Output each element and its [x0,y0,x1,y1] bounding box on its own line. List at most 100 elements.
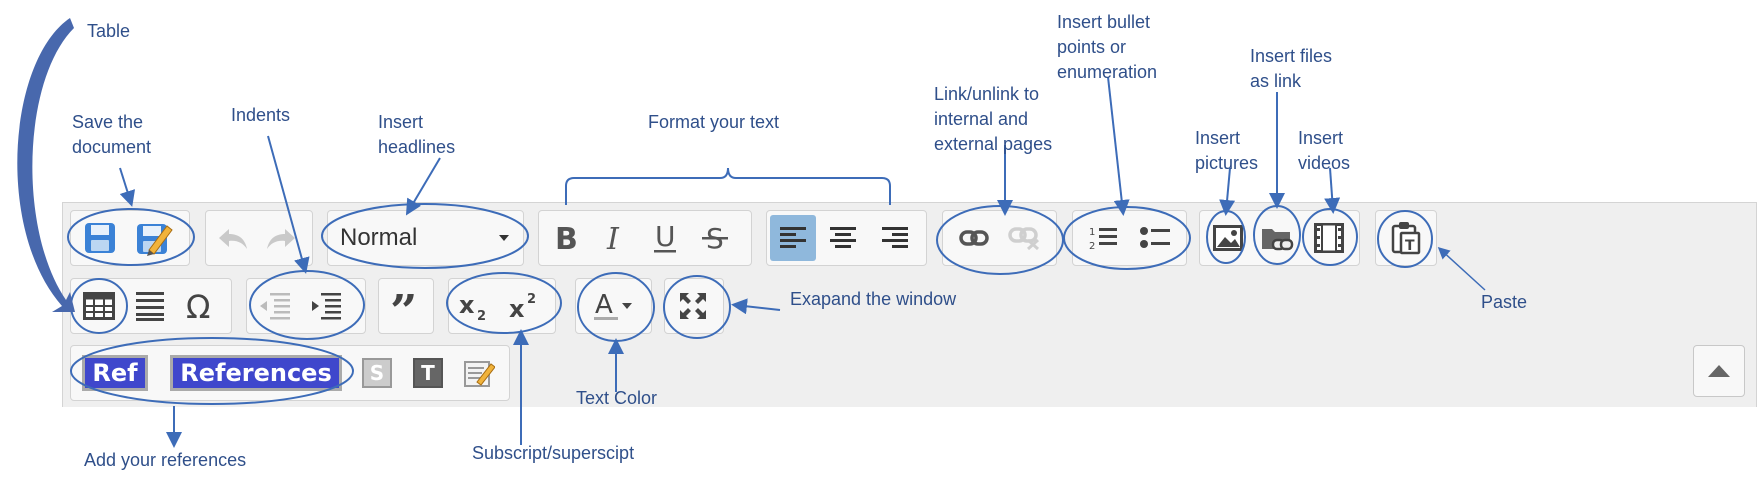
outdent-icon [260,293,290,320]
horizontal-rule-button[interactable] [127,283,173,329]
outdent-button[interactable] [252,283,298,329]
subscript-button[interactable]: x 2 [453,283,499,329]
svg-text:2: 2 [527,292,536,307]
horizontal-rule-icon [136,292,164,321]
indent-icon [312,293,341,320]
svg-text:A: A [595,291,613,320]
video-icon [1314,223,1344,253]
strikethrough-button[interactable]: S [692,215,738,261]
references-button-label: References [180,359,332,387]
label-format: Format your text [648,112,780,132]
label-text-color: Text Color [576,388,658,408]
numbered-list-button[interactable]: 1 2 [1080,215,1126,261]
text-color-icon: A [594,291,618,320]
label-save: Save the document [72,112,152,157]
strikethrough-icon: S [702,222,728,254]
align-right-icon [882,227,908,248]
svg-text:2: 2 [1089,241,1095,251]
scroll-up-button[interactable] [1693,345,1745,397]
align-center-icon [830,227,856,248]
unlink-button[interactable] [1001,215,1047,261]
image-button[interactable] [1205,215,1251,261]
superscript-button[interactable]: x 2 [503,283,549,329]
special-char-button[interactable]: Ω [178,283,224,329]
svg-text:x: x [459,291,475,319]
maximize-button[interactable] [670,283,716,329]
indent-button[interactable] [303,283,349,329]
edit-note-button[interactable] [456,350,502,396]
label-indents: Indents [231,105,291,125]
svg-text:2: 2 [477,309,486,321]
save-icon [85,223,115,253]
omega-icon: Ω [186,291,210,321]
video-button[interactable] [1306,215,1352,261]
chevron-down-icon [622,303,632,309]
text-color-button[interactable]: A [585,283,641,329]
file-link-icon [1262,229,1294,251]
save-as-icon [137,224,173,256]
ref-button-label: Ref [92,359,138,387]
svg-text:I: I [606,223,620,253]
headline-select-value: Normal [340,224,418,251]
template-button[interactable]: T [413,358,443,388]
redo-button[interactable] [258,215,304,261]
align-center-button[interactable] [820,215,866,261]
headline-select[interactable]: Normal [340,220,510,256]
save-button[interactable] [77,215,123,261]
label-references: Add your references [84,450,247,470]
label-table: Table [87,21,131,41]
undo-button[interactable] [210,215,256,261]
label-link: Link/unlink to internal and external pag… [934,84,1053,154]
superscript-icon: x 2 [509,292,536,321]
unlink-icon [1008,227,1040,250]
label-subsup: Subscript/superscipt [472,443,635,463]
align-left-icon [780,227,806,248]
underline-icon: U [654,222,676,253]
template-icon: T [421,361,435,385]
label-expand: Exapand the window [790,289,957,309]
link-button[interactable] [951,215,997,261]
arrow-bullets [1107,76,1130,216]
table-button[interactable] [76,283,122,329]
svg-text:1: 1 [1089,227,1095,238]
label-bullets: Insert bullet points or enumeration [1057,12,1158,82]
bullet-list-icon [1140,227,1170,248]
source-icon: S [369,361,385,385]
svg-text:U: U [655,222,676,253]
format-brace [565,167,891,205]
link-icon [959,230,989,246]
redo-icon [267,229,295,249]
ref-button[interactable]: Ref [82,355,148,391]
scroll-up-icon [1708,365,1730,377]
label-pictures: Insert pictures [1195,128,1259,173]
source-button[interactable]: S [362,358,392,388]
svg-text:”: ” [390,294,418,318]
file-link-button[interactable] [1254,215,1300,261]
references-button[interactable]: References [170,355,342,391]
chevron-down-icon [499,235,509,241]
table-icon [83,292,115,320]
blockquote-icon: ” [390,294,418,318]
bold-button[interactable]: B [542,215,588,261]
save-as-button[interactable] [131,215,177,261]
label-videos: Insert videos [1298,128,1351,173]
edit-note-icon [464,361,495,387]
blockquote-button[interactable]: ” [383,283,429,329]
label-files: Insert files as link [1250,46,1333,91]
toolbar-group-blocks [378,278,434,334]
arrow-save [119,167,136,207]
label-headlines: Insert headlines [378,112,456,157]
italic-icon: I [606,223,620,253]
label-paste: Paste [1481,292,1528,312]
paste-text-button[interactable]: T [1383,215,1429,261]
svg-text:B: B [555,223,577,253]
subscript-icon: x 2 [459,291,486,321]
align-left-button[interactable] [770,215,816,261]
svg-text:Ω: Ω [186,291,210,321]
paste-text-icon: T [1391,222,1421,255]
underline-button[interactable]: U [642,215,688,261]
align-right-button[interactable] [872,215,918,261]
image-icon [1213,225,1243,251]
bullet-list-button[interactable] [1132,215,1178,261]
italic-button[interactable]: I [592,215,638,261]
